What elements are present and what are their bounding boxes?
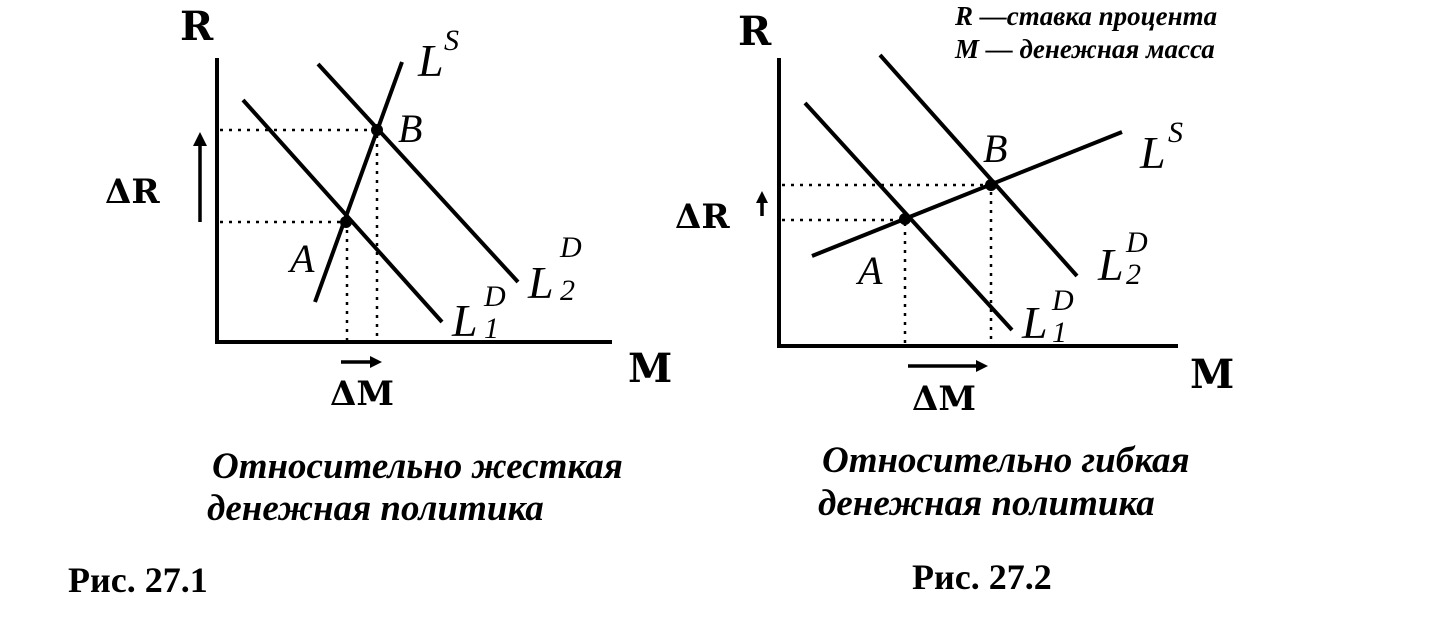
fig2-caption-line2: денежная политика — [818, 483, 1155, 524]
fig2-point-a-marker — [899, 213, 911, 225]
fig1-supply-sup: S — [444, 24, 459, 57]
fig2-point-b-marker — [985, 179, 997, 191]
fig2-demand1-label: L — [1021, 297, 1048, 348]
fig2-supply-label: L — [1139, 127, 1166, 178]
fig1-demand1-label: L — [451, 295, 478, 346]
fig2-demand2-label: L — [1097, 239, 1124, 290]
fig1-axes — [215, 58, 612, 344]
fig2-caption-line1: Относительно гибкая — [822, 440, 1190, 481]
fig1-point-a-label: A — [287, 236, 315, 281]
fig1-x-axis-label: M — [628, 345, 672, 392]
fig2-guide-a — [782, 218, 907, 344]
figure-27-2: R M B A L S L D 2 L D 1 ΔR ΔM Относител — [675, 8, 1234, 597]
fig2-delta-r-label: ΔR — [675, 197, 730, 237]
fig1-supply-curve — [313, 61, 404, 303]
fig2-demand1-sup: D — [1051, 284, 1074, 317]
fig1-point-b-marker — [371, 124, 383, 136]
figure-27-1: R M B A L S L D 2 L D 1 ΔR ΔM Относител — [68, 3, 672, 600]
fig2-axes — [777, 58, 1178, 348]
fig1-demand2-label: L — [527, 257, 554, 308]
fig1-demand2-sup: D — [559, 231, 582, 264]
fig2-point-a-label: A — [855, 248, 883, 293]
fig1-figure-label: Рис. 27.1 — [68, 560, 208, 600]
fig2-demand2-sup: D — [1125, 226, 1148, 259]
fig2-delta-r-arrowhead — [756, 191, 768, 203]
fig2-demand1-sub: 1 — [1052, 316, 1067, 349]
fig1-y-axis-label: R — [180, 3, 214, 50]
fig2-guide-b — [782, 183, 993, 344]
fig1-delta-m-arrowhead — [370, 356, 382, 368]
legend-line-money: M — денежная масса — [954, 34, 1215, 64]
fig1-demand2-sub: 2 — [560, 274, 575, 307]
fig1-delta-r-label: ΔR — [105, 172, 160, 212]
fig2-supply-curve — [811, 130, 1123, 258]
fig2-point-b-label: B — [983, 126, 1007, 171]
fig1-supply-label: L — [417, 35, 444, 86]
legend: R —ставка процента M — денежная масса — [954, 1, 1217, 64]
fig2-demand2-curve — [878, 53, 1079, 278]
fig1-delta-r-arrowhead — [193, 132, 207, 146]
fig1-guide-a — [220, 220, 349, 340]
fig1-demand1-sup: D — [483, 280, 506, 313]
fig1-demand2-curve — [316, 62, 520, 284]
fig1-caption-line1: Относительно жесткая — [212, 446, 623, 487]
fig1-demand1-sub: 1 — [484, 312, 499, 345]
fig2-figure-label: Рис. 27.2 — [912, 557, 1052, 597]
fig2-delta-m-label: ΔM — [912, 379, 976, 419]
legend-line-rate: R —ставка процента — [954, 1, 1217, 31]
fig1-guide-b — [220, 128, 379, 340]
fig2-y-axis-label: R — [738, 8, 772, 55]
fig1-demand1-curve — [241, 98, 444, 324]
fig1-point-b-label: B — [398, 106, 422, 151]
fig2-supply-sup: S — [1168, 116, 1183, 149]
fig1-caption-line2: денежная политика — [207, 488, 544, 529]
fig1-delta-m-label: ΔM — [330, 374, 394, 414]
fig2-demand2-sub: 2 — [1126, 258, 1141, 291]
fig2-delta-m-arrowhead — [976, 360, 988, 372]
fig1-point-a-marker — [340, 216, 352, 228]
fig2-x-axis-label: M — [1190, 351, 1234, 398]
